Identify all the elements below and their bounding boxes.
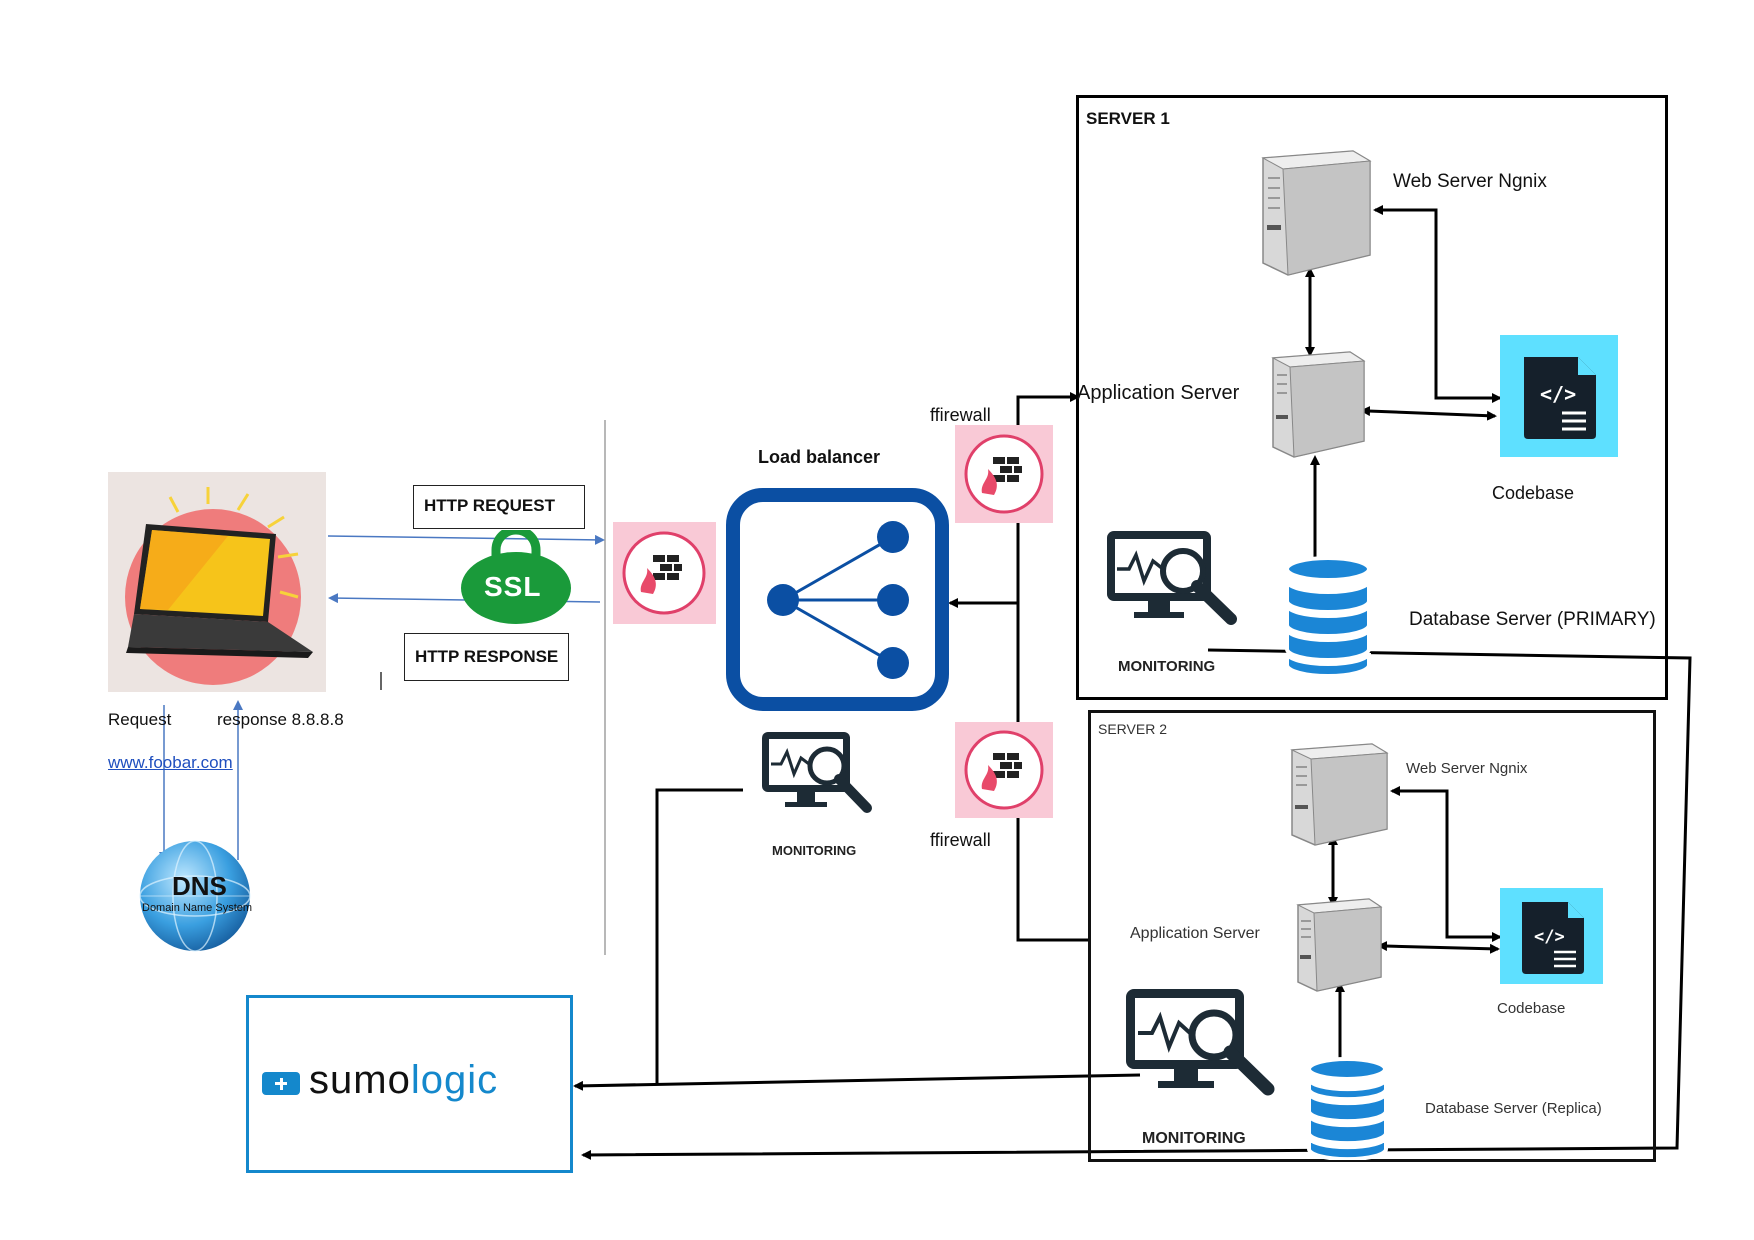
s2-database-label: Database Server (Replica) bbox=[1425, 1100, 1602, 1117]
database-icon bbox=[1285, 556, 1371, 678]
svg-text:</>: </> bbox=[1534, 927, 1565, 947]
s1-database-icon bbox=[1283, 553, 1373, 678]
ssl-badge: SSL bbox=[459, 525, 573, 624]
sumologic-brand-prefix: sumo bbox=[309, 1058, 411, 1102]
firewall-bottom-label: ffirewall bbox=[930, 830, 991, 850]
s1-monitoring-label: MONITORING bbox=[1118, 658, 1216, 675]
firewall-icon bbox=[964, 434, 1044, 514]
s2-codebase-label: Codebase bbox=[1497, 1000, 1566, 1017]
code-file-icon: </> bbox=[1522, 902, 1584, 974]
dns-subtitle: Domain Name System bbox=[142, 902, 253, 914]
lb-monitor-to-sumo-line bbox=[655, 788, 743, 1085]
http-request-label: HTTP REQUEST bbox=[424, 496, 555, 515]
s2-app-server-label: Application Server bbox=[1130, 925, 1260, 942]
server-tower-icon bbox=[1271, 351, 1366, 458]
http-response-label: HTTP RESPONSE bbox=[415, 647, 559, 666]
s1-app-server-icon bbox=[1268, 345, 1368, 460]
s2-monitor-to-sumo-arrow bbox=[573, 1073, 1141, 1091]
lb-monitoring-label: MONITORING bbox=[772, 843, 857, 858]
lb-to-server1-line bbox=[1016, 392, 1080, 603]
s1-codebase-label: Codebase bbox=[1492, 483, 1575, 503]
code-file-icon: </> bbox=[1524, 357, 1596, 439]
load-balancer-icon bbox=[725, 487, 950, 712]
http-response-box: HTTP RESPONSE bbox=[404, 633, 569, 681]
share-icon bbox=[726, 488, 949, 711]
server2-frame: SERVER 2 bbox=[1088, 710, 1656, 1162]
http-request-box: HTTP REQUEST bbox=[413, 485, 585, 529]
firewall-top-label: ffirewall bbox=[930, 405, 991, 425]
s2-web-server-icon bbox=[1287, 737, 1392, 847]
lb-monitoring-icon bbox=[757, 728, 877, 818]
s1-monitor-to-sumo-arrow bbox=[581, 648, 1692, 1160]
s1-codebase-icon: </> bbox=[1500, 335, 1618, 457]
laptop-icon bbox=[125, 487, 313, 685]
request-arrow bbox=[327, 534, 605, 545]
dns-title: DNS bbox=[172, 871, 227, 901]
s2-web-server-label: Web Server Ngnix bbox=[1406, 760, 1528, 777]
monitor-magnifier-icon bbox=[762, 732, 872, 813]
s2-monitoring-label: MONITORING bbox=[1142, 1130, 1246, 1147]
server-tower-icon bbox=[1261, 150, 1372, 276]
server2-title: SERVER 2 bbox=[1098, 721, 1167, 737]
s1-app-codebase-arrow bbox=[1360, 406, 1497, 421]
svg-text:</>: </> bbox=[1540, 382, 1576, 406]
server1-frame: SERVER 1 bbox=[1076, 95, 1668, 700]
ssl-label: SSL bbox=[484, 571, 542, 602]
s2-codebase-icon: </> bbox=[1500, 888, 1603, 984]
response-label: response 8.8.8.8 bbox=[217, 710, 344, 729]
monitor-magnifier-icon bbox=[1107, 531, 1237, 625]
monitor-magnifier-icon bbox=[1126, 989, 1275, 1096]
load-balancer-title: Load balancer bbox=[758, 447, 881, 467]
firewall-icon bbox=[964, 730, 1044, 810]
firewall-left bbox=[613, 522, 716, 624]
sumologic-plus-icon bbox=[262, 1072, 300, 1095]
lb-to-server2-line bbox=[1016, 603, 1088, 942]
sumologic-logo-text: sumologic bbox=[309, 1058, 498, 1103]
s1-app-server-label: Application Server bbox=[1077, 382, 1240, 404]
client-laptop-image bbox=[108, 472, 326, 692]
s1-web-server-label: Web Server Ngnix bbox=[1393, 171, 1547, 192]
s1-monitoring-icon bbox=[1101, 527, 1241, 627]
s2-app-server-icon bbox=[1293, 893, 1385, 993]
s2-app-codebase-arrow bbox=[1377, 941, 1500, 954]
server-tower-icon bbox=[1296, 898, 1383, 992]
s1-web-server-icon bbox=[1258, 143, 1373, 278]
dns-globe bbox=[137, 838, 253, 954]
lock-icon bbox=[461, 525, 571, 624]
request-label: Request bbox=[108, 710, 172, 729]
domain-link[interactable]: www.foobar.com bbox=[108, 753, 233, 772]
sumologic-brand-suffix: logic bbox=[410, 1058, 499, 1102]
server1-title: SERVER 1 bbox=[1086, 109, 1170, 128]
s1-database-label: Database Server (PRIMARY) bbox=[1409, 609, 1656, 630]
s2-monitoring-icon bbox=[1120, 985, 1280, 1097]
firewall-icon bbox=[622, 531, 706, 615]
server-tower-icon bbox=[1290, 743, 1389, 846]
database-icon bbox=[1307, 1057, 1388, 1162]
sumologic-box: sumologic bbox=[246, 995, 573, 1173]
firewall-bottom bbox=[955, 722, 1053, 818]
s2-database-icon bbox=[1305, 1055, 1390, 1162]
firewall-top bbox=[955, 425, 1053, 523]
globe-icon bbox=[139, 840, 251, 952]
